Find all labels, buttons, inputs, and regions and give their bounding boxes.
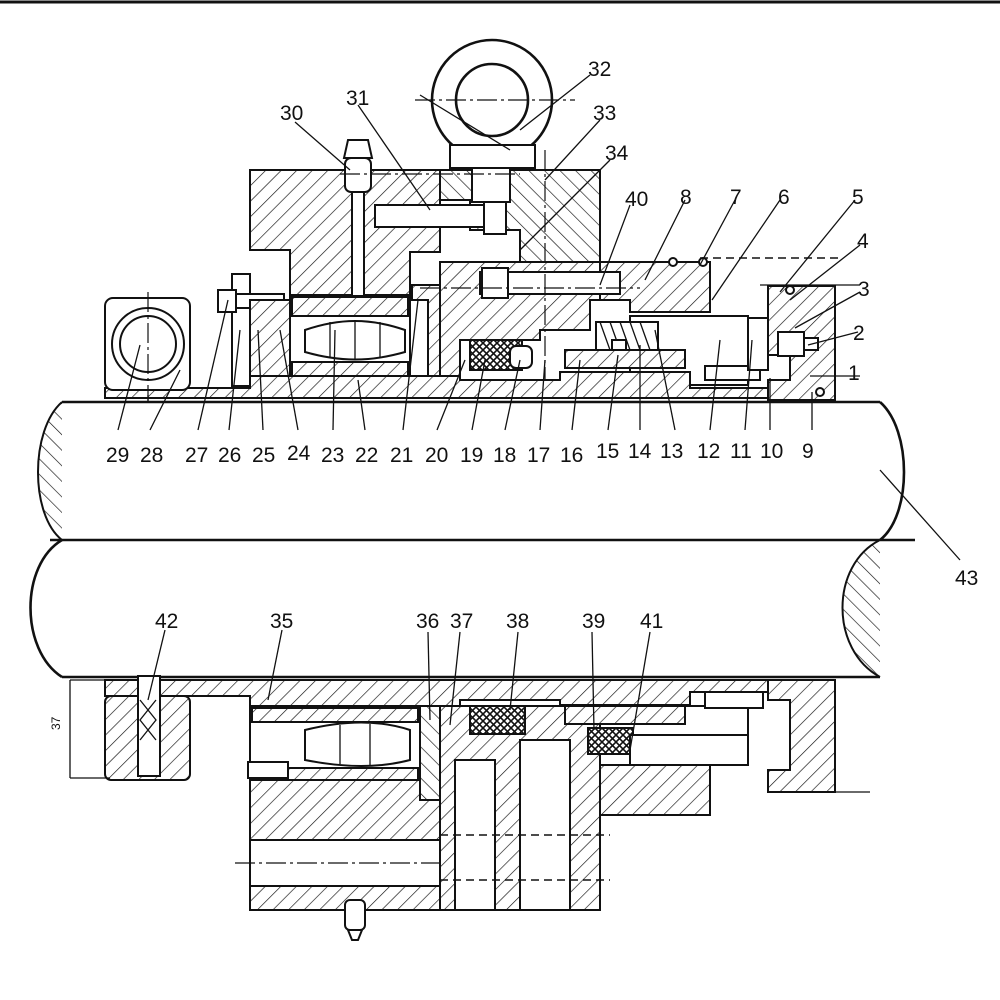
part-labels: 1 2 3 4 5 6 7 8 9 10 11 12 13 14 15 16 1… [106, 58, 978, 633]
label-31: 31 [346, 87, 369, 110]
spring-41 [587, 727, 634, 755]
leader-lines-upper [117, 74, 961, 561]
label-11: 11 [730, 440, 752, 463]
label-39: 39 [582, 610, 605, 633]
grease-nipple-30 [342, 139, 374, 297]
label-42: 42 [155, 610, 178, 633]
washer-25 [249, 299, 291, 377]
label-36: 36 [416, 610, 439, 633]
housing-8 [599, 261, 711, 313]
label-13: 13 [660, 440, 683, 463]
label-29: 29 [106, 444, 129, 467]
screw-31 [374, 204, 488, 228]
dimension-text: 37 [49, 716, 63, 730]
label-33: 33 [593, 102, 616, 125]
label-26: 26 [218, 444, 241, 467]
label-20: 20 [425, 444, 448, 467]
label-38: 38 [506, 610, 529, 633]
label-28: 28 [140, 444, 163, 467]
label-5: 5 [852, 186, 864, 209]
label-23: 23 [321, 444, 344, 467]
grease-nipple-lower [344, 899, 366, 941]
label-14: 14 [628, 440, 652, 463]
label-43: 43 [955, 567, 978, 590]
label-24: 24 [287, 442, 311, 465]
label-34: 34 [605, 142, 629, 165]
label-32: 32 [588, 58, 611, 81]
label-3: 3 [858, 278, 870, 301]
label-17: 17 [527, 444, 550, 467]
label-1: 1 [848, 362, 860, 385]
label-6: 6 [778, 186, 790, 209]
label-10: 10 [760, 440, 783, 463]
packing-ring-18 [509, 345, 533, 369]
label-19: 19 [460, 444, 483, 467]
label-2: 2 [853, 322, 865, 345]
label-37: 37 [450, 610, 473, 633]
label-27: 27 [185, 444, 208, 467]
housing-lower-right [599, 759, 711, 816]
screw-2 [777, 331, 805, 357]
screw-lower-left [247, 761, 289, 779]
bolt-11 [704, 365, 761, 381]
screw-27 [217, 289, 237, 313]
label-22: 22 [355, 444, 378, 467]
label-41: 41 [640, 610, 663, 633]
ring-16 [564, 349, 686, 369]
label-30: 30 [280, 102, 303, 125]
label-21: 21 [390, 444, 413, 467]
label-18: 18 [493, 444, 516, 467]
packing-38 [469, 705, 526, 735]
label-35: 35 [270, 610, 293, 633]
label-7: 7 [730, 186, 742, 209]
label-40: 40 [625, 188, 648, 211]
label-15: 15 [596, 440, 619, 463]
end-cap-lower [767, 679, 836, 793]
shaft-43 [29, 400, 915, 679]
bracket-21 [411, 284, 441, 377]
label-25: 25 [252, 444, 275, 467]
label-9: 9 [802, 440, 814, 463]
label-4: 4 [857, 230, 869, 253]
label-16: 16 [560, 444, 583, 467]
leader-lines-lower [147, 629, 651, 751]
label-8: 8 [680, 186, 692, 209]
label-12: 12 [697, 440, 720, 463]
